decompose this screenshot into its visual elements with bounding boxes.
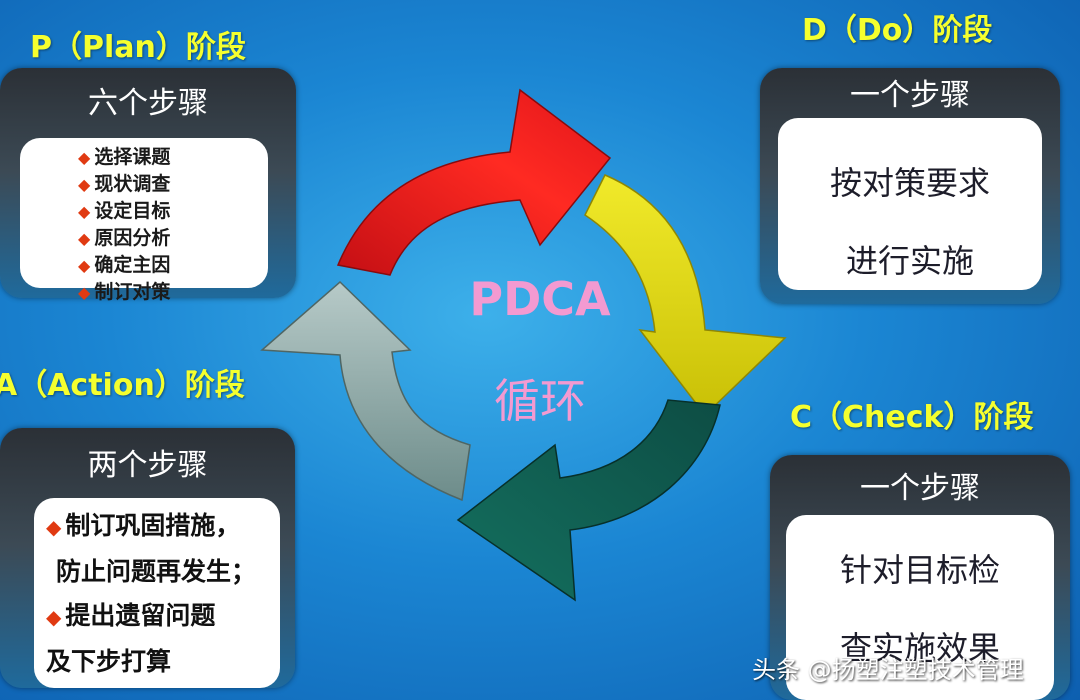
action-heading: 两个步骤 [87,448,208,483]
diamond-bullet-icon: ◆ [78,175,91,194]
plan-step: ◆现状调查 [78,173,171,195]
diamond-bullet-icon: ◆ [78,229,91,248]
action-arrow [260,280,471,502]
action-content-box [34,498,280,688]
plan-steps: ◆选择课题 ◆现状调查 ◆设定目标 ◆原因分析 ◆确定主因 ◆制订对策 [78,144,170,306]
plan-arrow [336,88,612,276]
check-panel: 一个步骤 针对目标检 查实施效果 [770,455,1070,700]
check-content-box: 针对目标检 查实施效果 [786,515,1054,700]
plan-heading: 六个步骤 [88,86,208,121]
center-subtitle: 循环 [494,374,586,428]
do-content-box: 按对策要求 进行实施 [778,118,1042,290]
check-arrow [456,399,721,602]
check-line-2: 查实施效果 [839,629,1000,667]
plan-phase-title: P（Plan）阶段 [30,30,246,65]
diamond-bullet-icon: ◆ [46,605,62,629]
do-line-1: 按对策要求 [829,164,990,202]
plan-step: ◆原因分析 [78,227,171,249]
plan-step: ◆选择课题 [78,146,171,168]
action-panel: 两个步骤 ◆制订巩固措施， 防止问题再发生； ◆提出遗留问题 及下步打算 [0,428,295,688]
action-line-2: 防止问题再发生； [56,557,257,586]
diamond-bullet-icon: ◆ [78,202,91,221]
do-heading: 一个步骤 [850,78,970,113]
do-phase-title: D（Do）阶段 [802,13,993,48]
plan-step: ◆制订对策 [78,281,171,303]
action-line-4: 及下步打算 [46,647,172,676]
do-panel: 一个步骤 按对策要求 进行实施 [760,68,1060,304]
do-arrow [584,174,787,417]
action-phase-title: A（Action）阶段 [0,368,245,403]
center-title: PDCA [469,272,611,326]
do-line-2: 进行实施 [845,242,974,280]
diamond-bullet-icon: ◆ [78,283,91,302]
plan-steps-box: ◆选择课题 ◆现状调查 ◆设定目标 ◆原因分析 ◆确定主因 ◆制订对策 [20,138,268,303]
plan-panel: 六个步骤 ◆选择课题 ◆现状调查 ◆设定目标 ◆原因分析 ◆确定主因 ◆制订对策 [0,68,296,303]
check-line-1: 针对目标检 [839,551,1000,589]
plan-step: ◆设定目标 [78,200,171,222]
diamond-bullet-icon: ◆ [46,515,62,539]
diamond-bullet-icon: ◆ [78,256,91,275]
action-line-3: ◆提出遗留问题 [46,601,216,630]
action-line-1: ◆制订巩固措施， [46,511,241,540]
diamond-bullet-icon: ◆ [78,148,91,167]
check-heading: 一个步骤 [860,471,980,506]
plan-step: ◆确定主因 [78,254,171,276]
check-phase-title: C（Check）阶段 [790,400,1034,435]
watermark: 头条 @扬塑注塑技术管理 [752,656,1024,684]
